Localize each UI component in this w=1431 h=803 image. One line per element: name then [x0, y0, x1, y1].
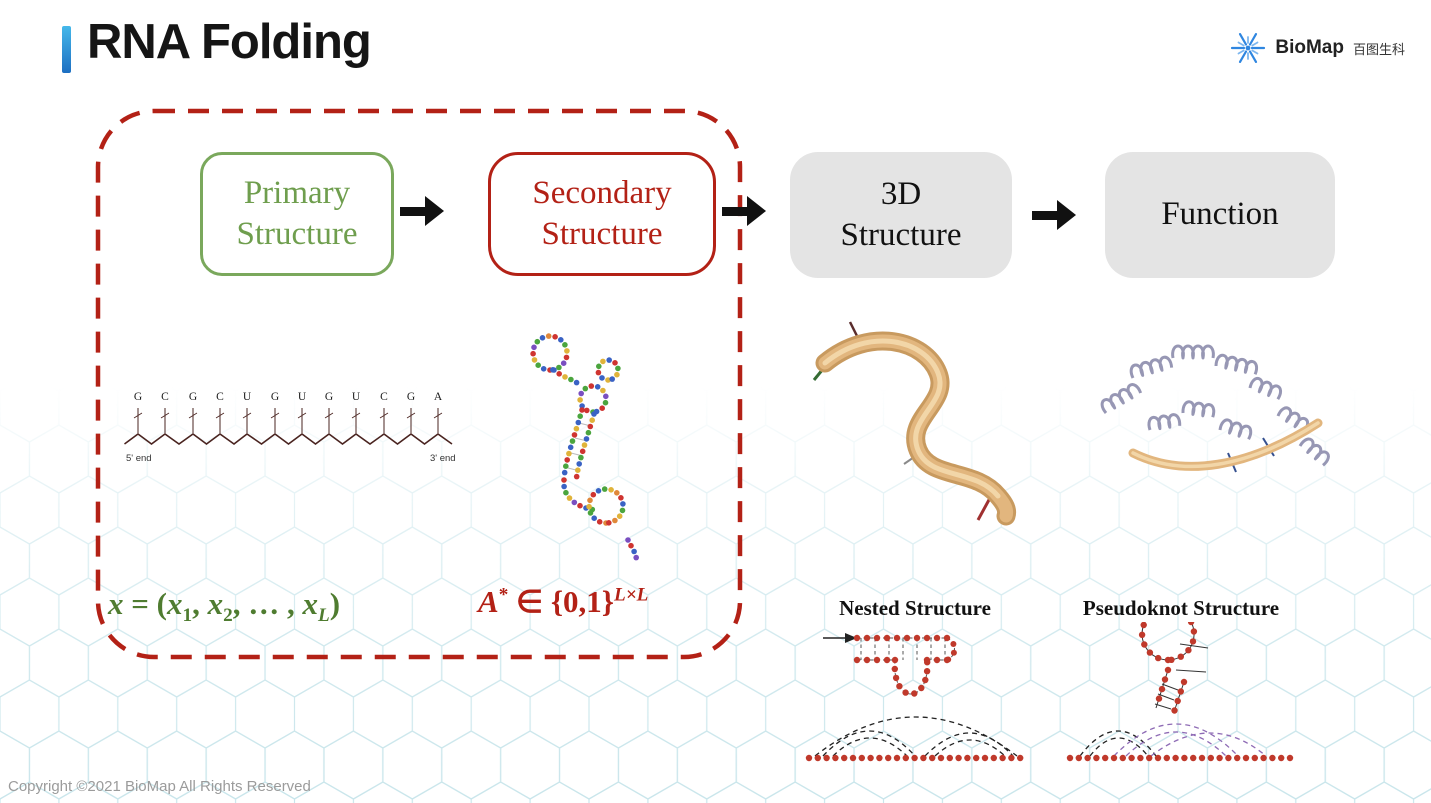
backbone-zigzag	[124, 433, 453, 445]
arrow-icon	[400, 196, 446, 226]
primary-structure-label: Primary Structure	[236, 174, 358, 252]
three-prime-label: 3' end	[430, 453, 456, 464]
five-prime-label: 5' end	[126, 453, 152, 464]
title-accent-bar	[62, 26, 71, 73]
primary-structure-box: Primary Structure	[200, 152, 394, 276]
logo-text: BioMap	[1275, 37, 1344, 58]
primary-sequence-formula: x = (x1, x2, … , xL)	[108, 586, 341, 627]
nucleotide-sticks	[137, 408, 439, 433]
arrow-icon	[1032, 200, 1078, 230]
arrow-icon	[722, 196, 768, 226]
pseudoknot-structure-label: Pseudoknot Structure	[1082, 596, 1280, 620]
nested-structure-diagram	[805, 633, 1024, 762]
secondary-structure-box: Secondary Structure	[488, 152, 716, 276]
logo-cn-text: 百图生科	[1352, 41, 1405, 57]
adjacency-matrix-formula: A* ∈ {0,1}L×L	[478, 584, 649, 619]
logo: BioMap 百图生科	[1228, 28, 1405, 68]
protein-function-diagram	[1100, 344, 1330, 473]
three-d-structure-label: 3D Structure	[840, 175, 962, 253]
nested-structure-label: Nested Structure	[839, 596, 991, 620]
pseudoknot-structure-diagram	[1066, 622, 1294, 762]
three-d-structure-box: 3D Structure	[790, 152, 1012, 278]
secondary-structure-label: Secondary Structure	[532, 174, 672, 252]
tertiary-structure-diagram	[812, 321, 1017, 526]
sequence-letters: GCGCUGUGUCGA	[134, 391, 443, 403]
secondary-structure-diagram	[530, 333, 639, 561]
biomap-logo-icon	[1231, 32, 1266, 64]
primary-sequence-diagram: GCGCUGUGUCGA 5' end 3' end	[124, 391, 456, 464]
function-label: Function	[1161, 196, 1279, 233]
page-title: RNA Folding	[87, 15, 372, 69]
function-box: Function	[1105, 152, 1335, 278]
copyright-text: Copyright ©2021 BioMap All Rights Reserv…	[8, 778, 311, 795]
